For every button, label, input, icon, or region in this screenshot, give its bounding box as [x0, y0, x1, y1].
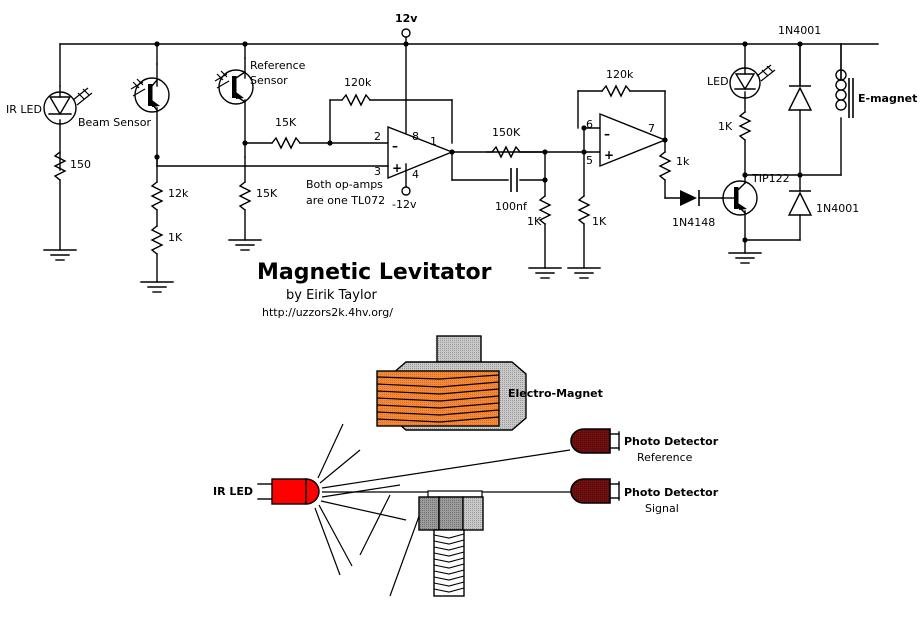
author-line: by Eirik Taylor [286, 288, 378, 303]
source-url: http://uzzors2k.4hv.org/ [262, 306, 393, 319]
photo-detector-reference [570, 428, 620, 454]
ground-symbol-tip122-emitter [728, 252, 762, 264]
capacitor-100nf [451, 149, 548, 197]
opamp-a-noninverting-sign: + [392, 161, 402, 175]
opamp-a-pin-8: 8 [412, 130, 419, 143]
beam-sensor-divider [150, 154, 164, 283]
ground-symbol-1k-b [567, 267, 601, 279]
ir-led-illustration-label: IR LED [213, 485, 253, 498]
opamp-b-pin-6: 6 [586, 118, 593, 131]
opamp-a-pin-2: 2 [374, 130, 381, 143]
resistor-1k-left-label: 1K [168, 231, 183, 244]
light-rays [314, 423, 584, 597]
ir-led-label: IR LED [6, 103, 42, 116]
emagnet-coil [835, 43, 854, 176]
resistor-1k-base-label: 1k [676, 155, 690, 168]
ground-symbol-1k-a [528, 267, 562, 279]
supply-rail-positive [59, 41, 879, 141]
reference-sensor-phototransistor [214, 57, 254, 158]
resistor-150-label: 150 [70, 158, 91, 171]
opamp-b-input-node [577, 125, 601, 269]
opamp-b-noninverting-sign: + [604, 148, 614, 162]
opamp-note-line2: are one TL072 [306, 194, 385, 207]
opamp-note-line1: Both op-amps [306, 178, 383, 191]
resistor-1k-b-label: 1K [592, 215, 607, 228]
photo-detector-reference-title: Photo Detector [624, 435, 719, 448]
resistor-1k-led-label: 1K [718, 120, 733, 133]
ir-led-symbol [43, 85, 93, 171]
electro-magnet-label: Electro-Magnet [508, 387, 603, 400]
supply-neg12v-label: -12v [392, 198, 417, 211]
photo-detector-reference-subtitle: Reference [637, 451, 693, 464]
resistor-150k [486, 145, 585, 159]
resistor-120k-a-label: 120k [344, 76, 372, 89]
reference-sensor-label-line1: Reference [250, 59, 306, 72]
diode-1n4001-bottom-label: 1N4001 [816, 202, 859, 215]
electro-magnet-illustration [376, 335, 527, 431]
resistor-1k-led [738, 111, 752, 178]
opamp-b-pin-7: 7 [648, 122, 655, 135]
supply-12v-terminal [401, 28, 411, 45]
opamp-b-inverting-sign: – [604, 127, 610, 141]
diode-1n4001-top-label: 1N4001 [778, 24, 821, 37]
resistor-120k-b-label: 120k [606, 68, 634, 81]
emagnet-label: E-magnet [858, 92, 917, 105]
opamp-a-pin-1: 1 [430, 135, 437, 148]
opamp-b: 6 5 7 – + [586, 112, 668, 168]
bolt-illustration [418, 490, 484, 597]
diode-1n4148-label: 1N4148 [672, 216, 715, 229]
resistor-12k-label: 12k [168, 187, 189, 200]
supply-12v-label: 12v [395, 12, 418, 25]
diode-1n4148 [680, 190, 723, 206]
resistor-120k-a-feedback [329, 93, 453, 144]
resistor-15k-shunt-label: 15K [256, 187, 278, 200]
opamp-a-pin-3: 3 [374, 165, 381, 178]
resistor-15k-series [271, 136, 389, 150]
ground-symbol-ir-led [43, 249, 77, 261]
resistor-1k-base [658, 139, 681, 199]
page-title: Magnetic Levitator [257, 260, 492, 285]
resistor-120k-b-feedback [577, 84, 666, 138]
resistor-1k-a-label: 1K [527, 215, 542, 228]
diode-1n4001-series [742, 174, 813, 243]
photo-detector-signal-title: Photo Detector [624, 486, 719, 499]
capacitor-100nf-label: 100nf [495, 200, 528, 213]
ground-symbol-beam-divider [140, 281, 174, 293]
ground-symbol-reference-sensor [228, 239, 262, 251]
resistor-150k-label: 150K [492, 126, 521, 139]
resistor-15k-series-label: 15K [275, 116, 297, 129]
indicator-led-symbol [729, 64, 776, 113]
opamp-a-pin-4: 4 [412, 168, 419, 181]
reference-sensor-network [238, 140, 273, 241]
ir-led-illustration [257, 478, 320, 505]
transistor-tip122 [721, 174, 758, 254]
opamp-a-inverting-sign: – [392, 139, 398, 153]
opamp-b-pin-5: 5 [586, 154, 593, 167]
beam-sensor-label: Beam Sensor [78, 116, 151, 129]
reference-sensor-label-line2: Sensor [250, 74, 288, 87]
photo-detector-signal-subtitle: Signal [645, 502, 679, 515]
transistor-tip122-label: TIP122 [751, 172, 790, 185]
resistor-150 [53, 151, 67, 251]
resistor-1k-a [538, 195, 552, 269]
photo-detector-signal [570, 478, 620, 504]
beam-sensor-phototransistor [130, 63, 170, 158]
diode-1n4001-flyback [787, 43, 813, 178]
indicator-led-label: LED [707, 75, 729, 88]
